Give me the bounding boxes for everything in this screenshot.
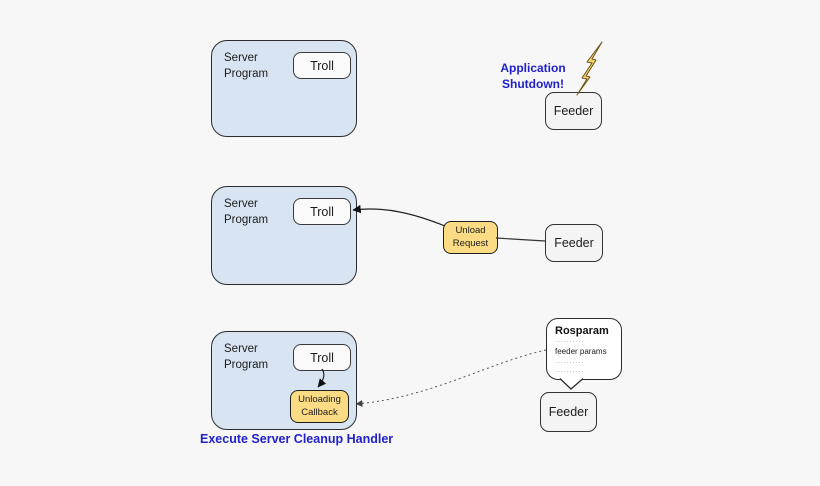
application-shutdown-note: Application Shutdown! — [500, 61, 566, 91]
server-program-label: Server Program — [224, 52, 269, 80]
feeder-link-line — [495, 237, 546, 242]
feeder-node-top: Feeder — [545, 92, 602, 130]
troll-label: Troll — [310, 204, 334, 219]
rosparam-dots-line: .......... — [555, 358, 585, 366]
rosparam-dots-line: .......... — [555, 337, 585, 344]
feeder-label: Feeder — [548, 405, 589, 419]
unloading-callback-line2: Callback — [301, 406, 338, 418]
troll-node-bottom: Troll — [293, 344, 351, 371]
server-program-label: Server Program — [224, 343, 269, 371]
speech-bubble-tail-outline — [559, 378, 584, 390]
unload-request-line1: Unload — [455, 225, 486, 237]
feeder-node-bottom: Feeder — [540, 392, 597, 432]
rosparam-dotted-arrow — [355, 349, 547, 407]
troll-label: Troll — [310, 350, 334, 365]
lightning-bolt-icon — [576, 41, 603, 96]
unloading-callback-line1: Unloading — [298, 394, 341, 406]
unload-request-arrow — [352, 204, 446, 227]
server-program-box-middle: Server Program Troll — [211, 186, 357, 285]
rosparam-speech-bubble: Rosparam .......... feeder params ......… — [546, 318, 622, 380]
feeder-label: Feeder — [553, 104, 594, 118]
troll-label: Troll — [310, 58, 334, 73]
server-program-label: Server Program — [224, 198, 269, 226]
rosparam-dots-line: .......... — [555, 366, 585, 374]
rosparam-param-entry: feeder params — [555, 346, 607, 356]
feeder-node-middle: Feeder — [545, 224, 603, 262]
rosparam-title: Rosparam — [555, 325, 609, 337]
unload-request-chip: Unload Request — [443, 221, 498, 254]
server-program-box-bottom: Server Program Troll Unloading Callback — [211, 331, 357, 430]
server-program-box-top: Server Program Troll — [211, 40, 357, 137]
troll-node-top: Troll — [293, 52, 351, 79]
feeder-label: Feeder — [554, 236, 594, 250]
unload-request-line2: Request — [452, 237, 489, 249]
execute-cleanup-caption: Execute Server Cleanup Handler — [200, 432, 394, 446]
troll-node-middle: Troll — [293, 198, 351, 225]
unloading-callback-chip: Unloading Callback — [290, 390, 349, 423]
